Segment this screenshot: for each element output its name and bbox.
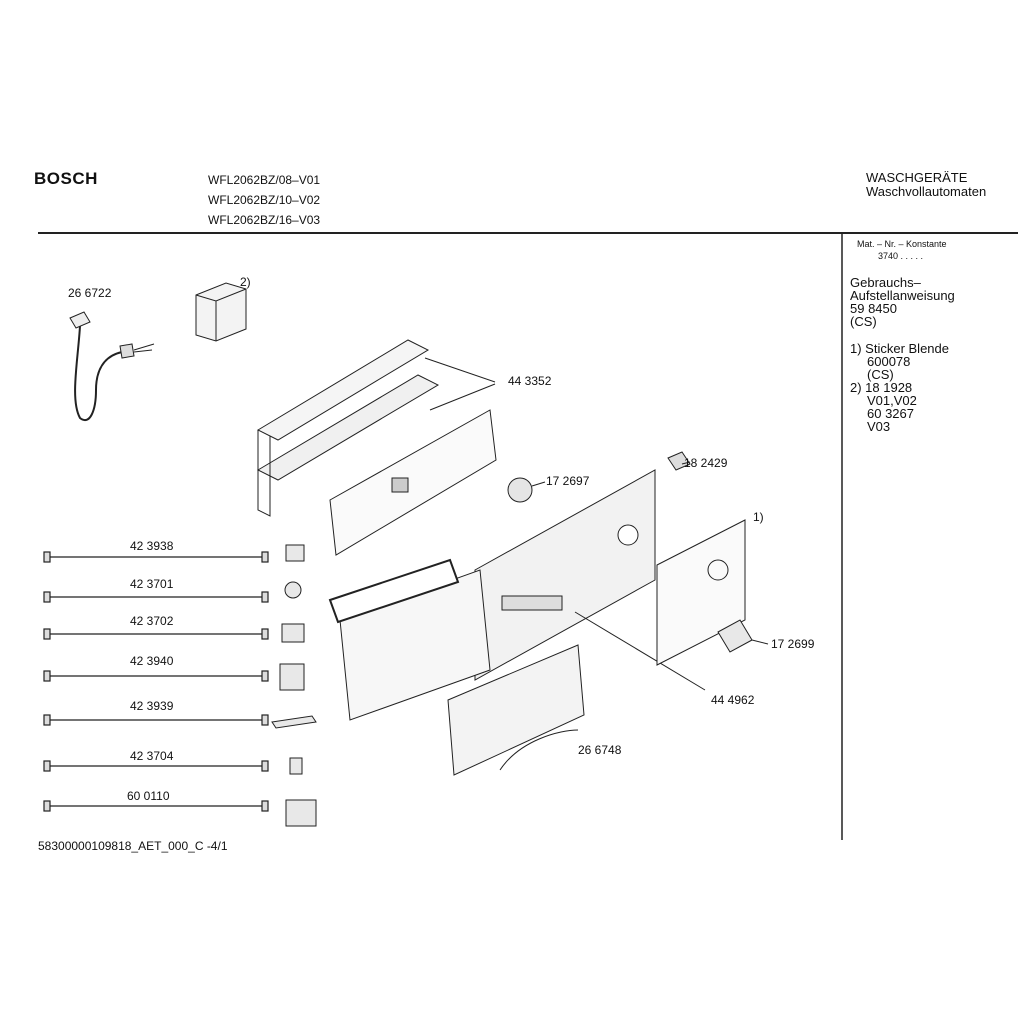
label-switch-part: 18 2429 <box>684 456 728 470</box>
manual-line-1: Gebrauchs– <box>850 275 921 290</box>
harness-7 <box>43 800 269 812</box>
model-2: WFL2062BZ/10–V02 <box>208 193 321 207</box>
label-filter-note: 2) <box>240 275 251 289</box>
label-harness-2: 42 3701 <box>130 577 174 591</box>
label-drawer: 26 6748 <box>578 743 622 757</box>
label-harness-6: 42 3704 <box>130 749 174 763</box>
label-knob-small: 17 2697 <box>546 474 590 488</box>
note1-line-3: (CS) <box>867 367 894 382</box>
note2-line-3: 60 3267 <box>867 406 914 421</box>
category: WASCHGERÄTE <box>866 170 968 185</box>
label-control-module: 44 3352 <box>508 374 552 388</box>
model-3: WFL2062BZ/16–V03 <box>208 213 321 227</box>
note2-line-1: 2) 18 1928 <box>850 380 913 395</box>
brand-logo: BOSCH <box>34 169 98 188</box>
label-harness-1: 42 3938 <box>130 539 174 553</box>
label-harness-4: 42 3940 <box>130 654 174 668</box>
harness-drawings <box>43 551 269 812</box>
switch-part-drawing <box>667 451 691 471</box>
control-module-drawing <box>256 339 497 556</box>
note2-line-2: V01,V02 <box>867 393 917 408</box>
label-harness-3: 42 3702 <box>130 614 174 628</box>
document-id: 58300000109818_AET_000_C -4/1 <box>38 839 228 853</box>
power-cord-drawing <box>69 311 155 421</box>
label-panel: 44 4962 <box>711 693 755 707</box>
manual-line-2: Aufstellanweisung <box>850 288 955 303</box>
harness-6 <box>43 760 269 772</box>
model-1: WFL2062BZ/08–V01 <box>208 173 321 187</box>
label-power-cord: 26 6722 <box>68 286 112 300</box>
filter-drawing <box>195 282 247 342</box>
manual-line-4: (CS) <box>850 314 877 329</box>
fascia-panel-drawing <box>328 469 706 721</box>
manual-line-3: 59 8450 <box>850 301 897 316</box>
harness-5 <box>43 714 269 726</box>
subcategory: Waschvollautomaten <box>866 184 987 199</box>
label-knob-large: 17 2699 <box>771 637 815 651</box>
label-sticker-note: 1) <box>753 510 764 524</box>
note2-line-4: V03 <box>867 419 891 434</box>
component-drawings <box>271 544 317 827</box>
small-knob-drawing <box>507 477 533 503</box>
drawer-drawing <box>447 644 585 776</box>
harness-4 <box>43 670 269 682</box>
mat-value: 3740 . . . . . <box>878 251 924 261</box>
label-harness-5: 42 3939 <box>130 699 174 713</box>
harness-3 <box>43 628 269 640</box>
label-harness-7: 60 0110 <box>127 789 170 803</box>
note1-line-1: 1) Sticker Blende <box>850 341 949 356</box>
harness-1 <box>43 551 269 563</box>
harness-2 <box>43 591 269 603</box>
note1-line-2: 600078 <box>867 354 911 369</box>
mat-header: Mat. – Nr. – Konstante <box>857 239 947 249</box>
